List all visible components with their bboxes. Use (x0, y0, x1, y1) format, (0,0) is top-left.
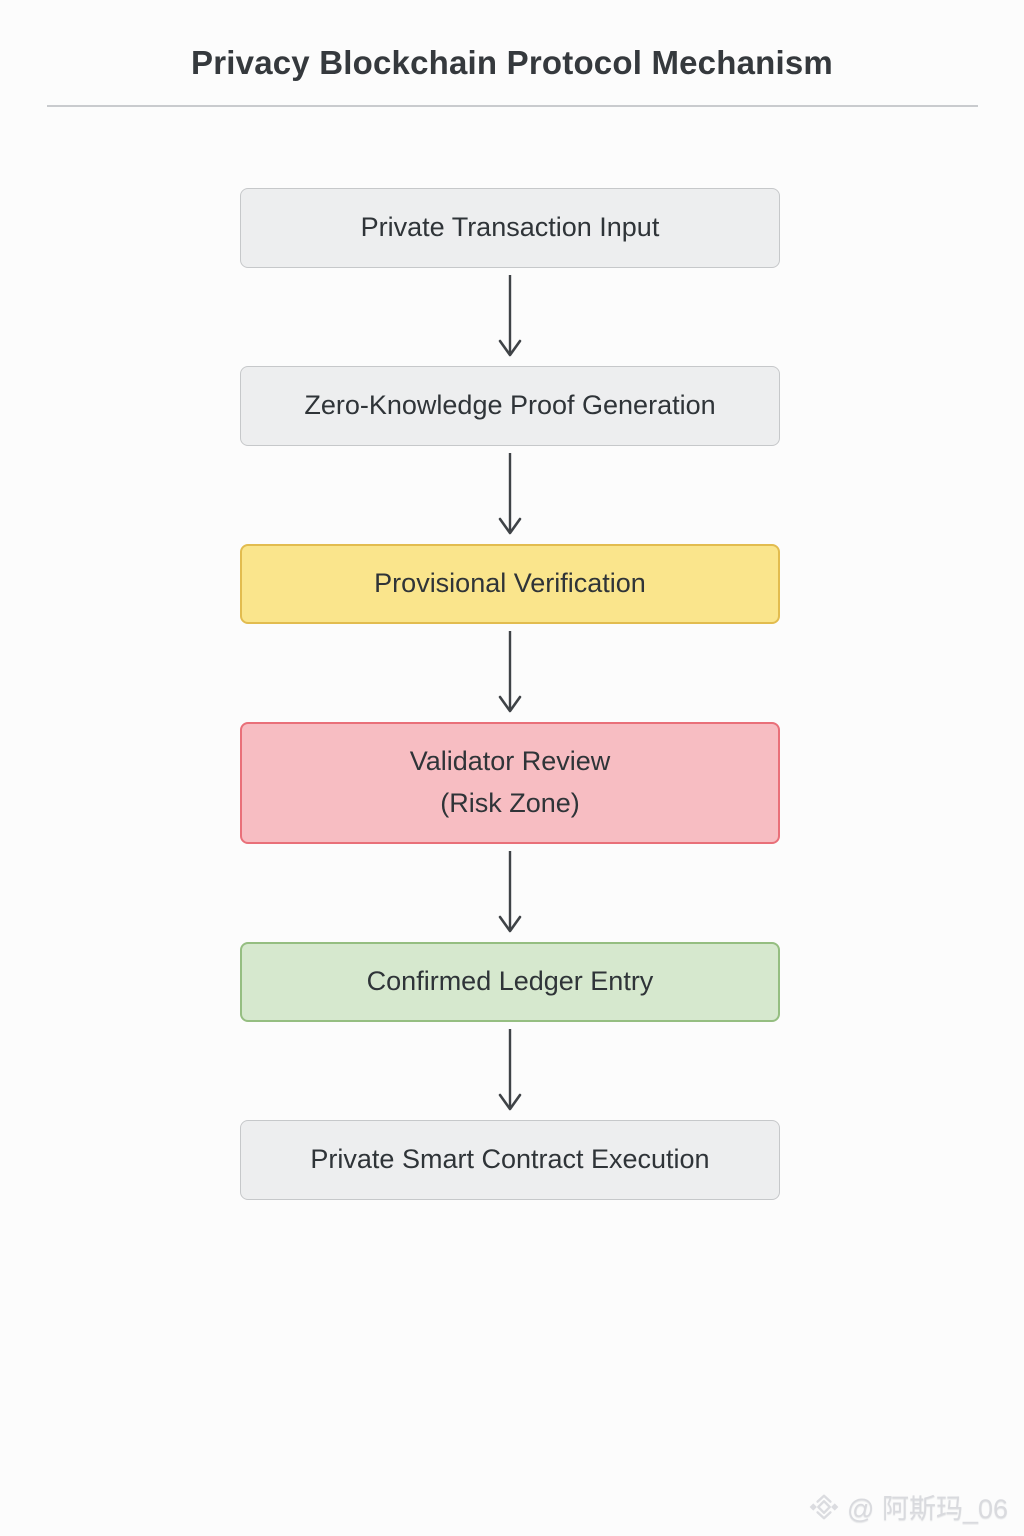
flow-node-label: Confirmed Ledger Entry (366, 966, 654, 997)
flow-connector (240, 844, 780, 942)
watermark-handle: @ 阿斯玛_06 (847, 1494, 1008, 1524)
flow-node-label: Provisional Verification (374, 568, 646, 599)
title-divider (47, 105, 978, 107)
flow-node-validator-review-risk-zone: Validator Review (Risk Zone) (240, 722, 780, 844)
flow-connector (240, 624, 780, 722)
flow-node-confirmed-ledger-entry: Confirmed Ledger Entry (240, 942, 780, 1022)
flow-connector (240, 268, 780, 366)
flow-node-zero-knowledge-proof-generation: Zero-Knowledge Proof Generation (240, 366, 780, 446)
arrow-down-icon (498, 851, 522, 933)
watermark: @ 阿斯玛_06 (809, 1487, 1008, 1526)
arrow-down-icon (498, 631, 522, 713)
page-title: Privacy Blockchain Protocol Mechanism (191, 44, 833, 81)
flow-connector (240, 446, 780, 544)
flow-node-label: Private Transaction Input (360, 212, 660, 243)
flowchart: Private Transaction Input Zero-Knowledge… (240, 188, 780, 1200)
diamond-logo-icon (809, 1494, 839, 1519)
arrow-down-icon (498, 453, 522, 535)
arrow-down-icon (498, 275, 522, 357)
arrow-down-icon (498, 1029, 522, 1111)
flow-node-provisional-verification: Provisional Verification (240, 544, 780, 624)
flow-connector (240, 1022, 780, 1120)
flow-node-label: Zero-Knowledge Proof Generation (304, 390, 716, 421)
flow-node-private-transaction-input: Private Transaction Input (240, 188, 780, 268)
flow-node-label: Validator Review (Risk Zone) (409, 746, 611, 818)
flow-node-label: Private Smart Contract Execution (310, 1144, 710, 1175)
flow-node-private-smart-contract-execution: Private Smart Contract Execution (240, 1120, 780, 1200)
